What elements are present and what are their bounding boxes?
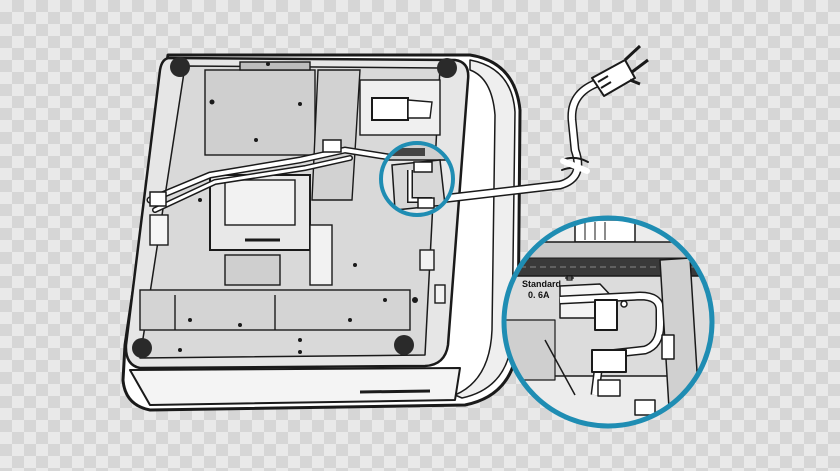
magnified-callout-ring — [501, 215, 715, 429]
small-callout — [379, 141, 455, 217]
rubber-feet — [132, 57, 457, 358]
fuse-symbol-icon — [565, 275, 574, 281]
fuse-rating-label: 0. 6A — [528, 290, 550, 300]
small-callout-ring — [379, 141, 455, 217]
magnified-callout: Standard 0. 6A — [501, 215, 715, 429]
power-plug-icon — [591, 44, 649, 97]
panel-details — [139, 61, 446, 331]
fuse-standard-label: Standard — [522, 279, 561, 289]
power-cord — [427, 77, 605, 205]
screw-holes — [178, 62, 418, 354]
fuse-label: Standard 0. 6A — [522, 275, 574, 300]
internal-cable — [146, 139, 399, 213]
